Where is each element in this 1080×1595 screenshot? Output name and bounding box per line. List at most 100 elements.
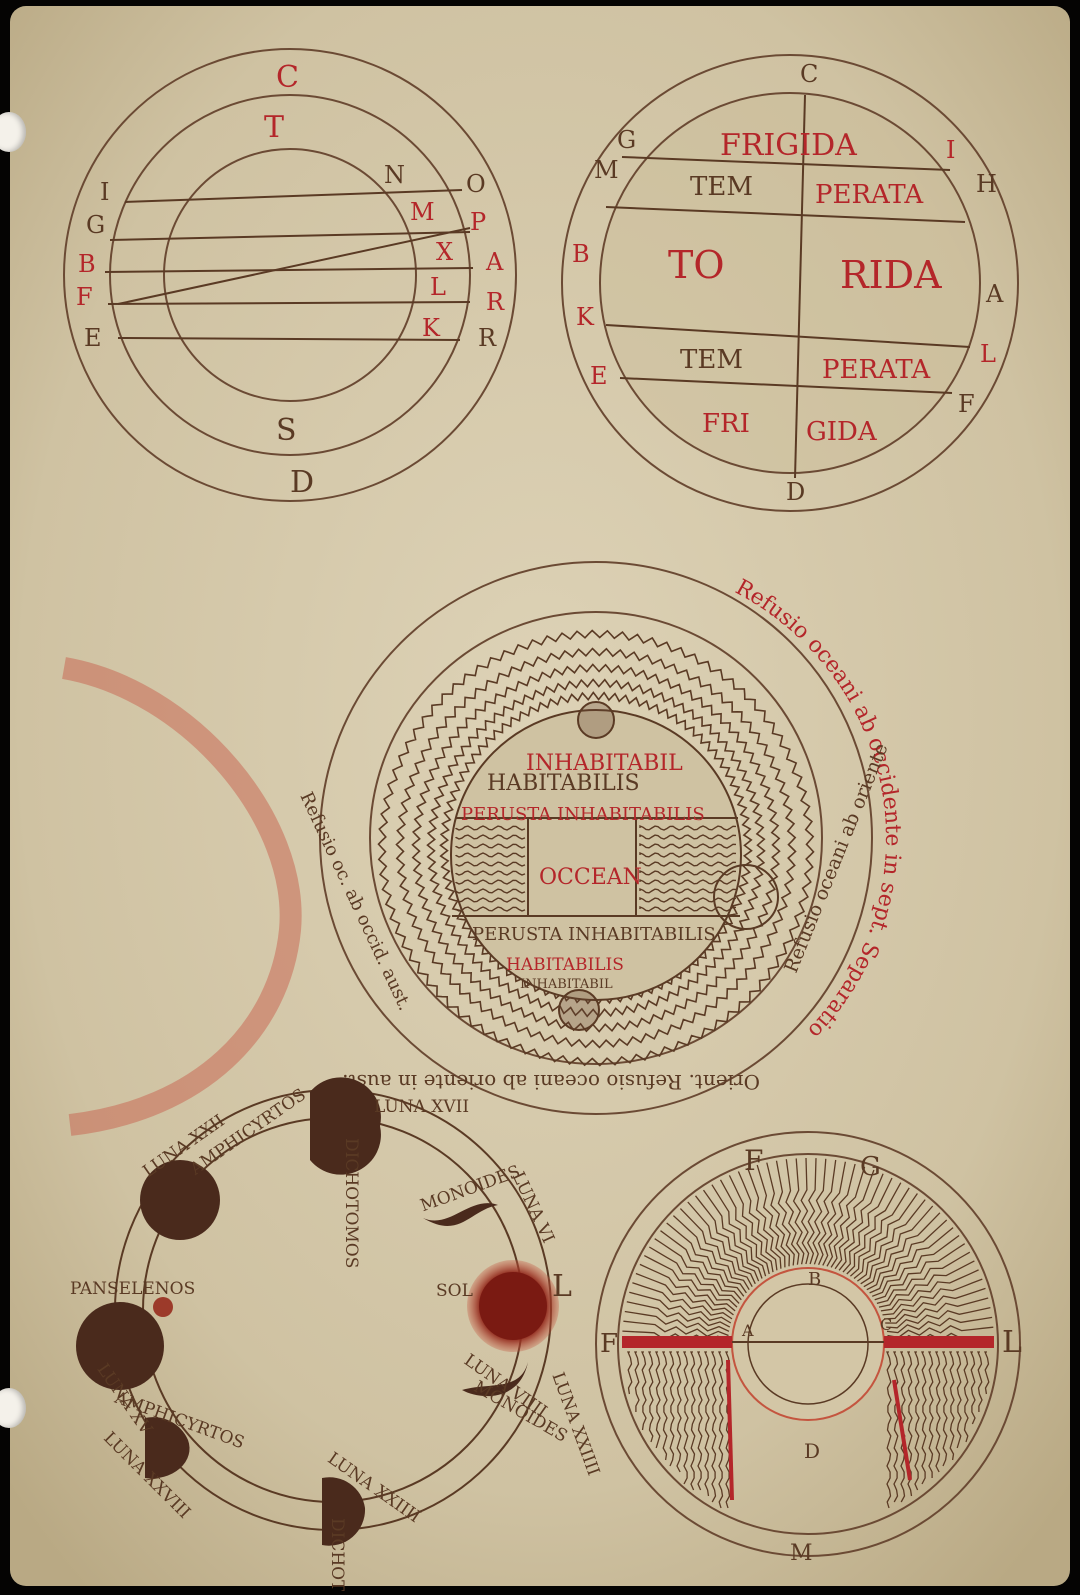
figure2-outer-letter: H (976, 170, 997, 198)
wavy-ray (963, 1351, 969, 1443)
ocean-wave (639, 896, 737, 903)
wavy-ray (880, 1269, 979, 1312)
figure5-letter: D (804, 1439, 820, 1463)
wavy-ray (634, 1351, 640, 1412)
figure2-zone-label: PERATA (815, 180, 924, 210)
wavy-ray (887, 1325, 994, 1339)
wavy-ray (641, 1351, 647, 1431)
wavy-ray (866, 1219, 948, 1291)
moon-phase (423, 1203, 498, 1226)
binding-hole (0, 112, 26, 152)
figure5-hemisphere-rays: F G F L B A C D M (595, 1131, 1022, 1566)
figure3-inscription: Orient. Refusio oceani ab oriente in aus… (342, 1070, 760, 1094)
wavy-ray (874, 1243, 966, 1301)
wavy-ring (395, 647, 797, 1049)
wavy-ray (711, 1351, 717, 1503)
wavy-ray (817, 1159, 837, 1265)
figure1-inner-letter: L (430, 273, 446, 301)
wavy-ray (666, 1222, 747, 1294)
ocean-wave (455, 906, 526, 912)
wavy-ray (697, 1351, 703, 1491)
figure4-label: DICHOTOMOS (341, 1138, 361, 1268)
figure5-letter: M (790, 1541, 813, 1566)
wavy-ring (426, 678, 766, 1018)
wavy-ray (624, 1310, 730, 1332)
figure3-zone-label: PERUSTA INHABITABILIS (472, 924, 716, 945)
wavy-ray (683, 1351, 689, 1485)
ocean-wave (455, 870, 526, 876)
figure2-zone-label: GIDA (806, 417, 878, 447)
wavy-ray (643, 1255, 738, 1308)
wavy-ray (718, 1351, 724, 1509)
wavy-ray (921, 1351, 927, 1485)
figure2-zone-label: FRIGIDA (720, 128, 857, 163)
moon-phase (462, 1362, 528, 1397)
figure1-inner-letter: M (410, 198, 435, 226)
wavy-ray (672, 1215, 750, 1291)
wavy-ray (635, 1272, 734, 1316)
ocean-wave (455, 897, 526, 903)
figure2-outer-letter: G (617, 126, 636, 154)
wavy-ray (882, 1278, 983, 1316)
figure3-zone-label: HABITABILIS (506, 955, 624, 975)
figure1-outer-letter: G (86, 211, 105, 239)
figure2-outer-letter: D (786, 478, 805, 506)
ocean-wave (455, 879, 526, 885)
ocean-wave (455, 888, 526, 894)
figure1-inner-letter: X (436, 238, 453, 266)
binding-hole (0, 1388, 26, 1428)
wavy-ray (719, 1179, 770, 1275)
figure4-label: PANSELENOS (70, 1279, 195, 1299)
figure1-inner-letter: N (384, 161, 405, 189)
figure4-label: SOL (436, 1281, 473, 1301)
ocean-wave (639, 869, 737, 876)
wavy-ray (842, 1177, 893, 1273)
wavy-ray (860, 1205, 934, 1285)
wavy-ray (886, 1316, 993, 1334)
figure2-outer-letter: C (800, 60, 818, 88)
figure5-letter: L (1002, 1325, 1022, 1360)
wavy-ring (411, 663, 781, 1033)
figure1-zone-diagram: C D I G B F E O P A R R T S N M (63, 48, 517, 502)
red-offset-stain (62, 657, 302, 1136)
wavy-ray (654, 1238, 742, 1301)
wavy-ray (883, 1287, 986, 1320)
wavy-ray (775, 1160, 795, 1266)
figure1-outer-letter: R (478, 324, 497, 352)
figure5-letter: F (744, 1144, 763, 1177)
ocean-wave (639, 824, 737, 831)
wavy-ray (756, 1164, 786, 1268)
figure2-outer-letter: F (958, 390, 975, 418)
ocean-wave (639, 851, 737, 858)
moon-phase (145, 1417, 190, 1479)
figure2-zone-label: PERATA (822, 355, 931, 385)
wavy-ray (679, 1208, 753, 1288)
figure2-zone-label: RIDA (840, 253, 942, 297)
wavy-ray (623, 1320, 729, 1337)
wavy-ray (878, 1260, 975, 1308)
figure5-letter: C (880, 1315, 892, 1334)
wavy-ray (728, 1175, 774, 1273)
ocean-wave (455, 861, 526, 867)
wavy-ray (949, 1351, 955, 1461)
wavy-ray (885, 1297, 989, 1324)
wavy-ray (655, 1351, 661, 1449)
figure1-outer-letter: B (78, 250, 96, 278)
ocean-wave (455, 843, 526, 849)
figure2-outer-letter: M (594, 156, 619, 184)
wavy-ray (834, 1169, 875, 1270)
figure1-inner-letter: T (264, 110, 284, 145)
wavy-ray (914, 1351, 920, 1491)
moon-phase (76, 1302, 164, 1390)
figure2-outer-letter: A (985, 280, 1004, 308)
wavy-ray (687, 1201, 756, 1285)
figure2-climate-zones: FRIGIDA TEM PERATA TO RIDA TEM PERATA FR… (561, 54, 1019, 512)
figure1-outer-letter: A (485, 248, 504, 276)
figure2-outer-letter: L (980, 340, 996, 368)
figure5-letter: B (808, 1269, 821, 1290)
moon-phase (322, 1477, 366, 1546)
wavy-ray (956, 1351, 962, 1449)
wavy-ray (662, 1351, 668, 1461)
figure5-letter: G (860, 1152, 881, 1182)
wavy-ray (766, 1162, 791, 1267)
